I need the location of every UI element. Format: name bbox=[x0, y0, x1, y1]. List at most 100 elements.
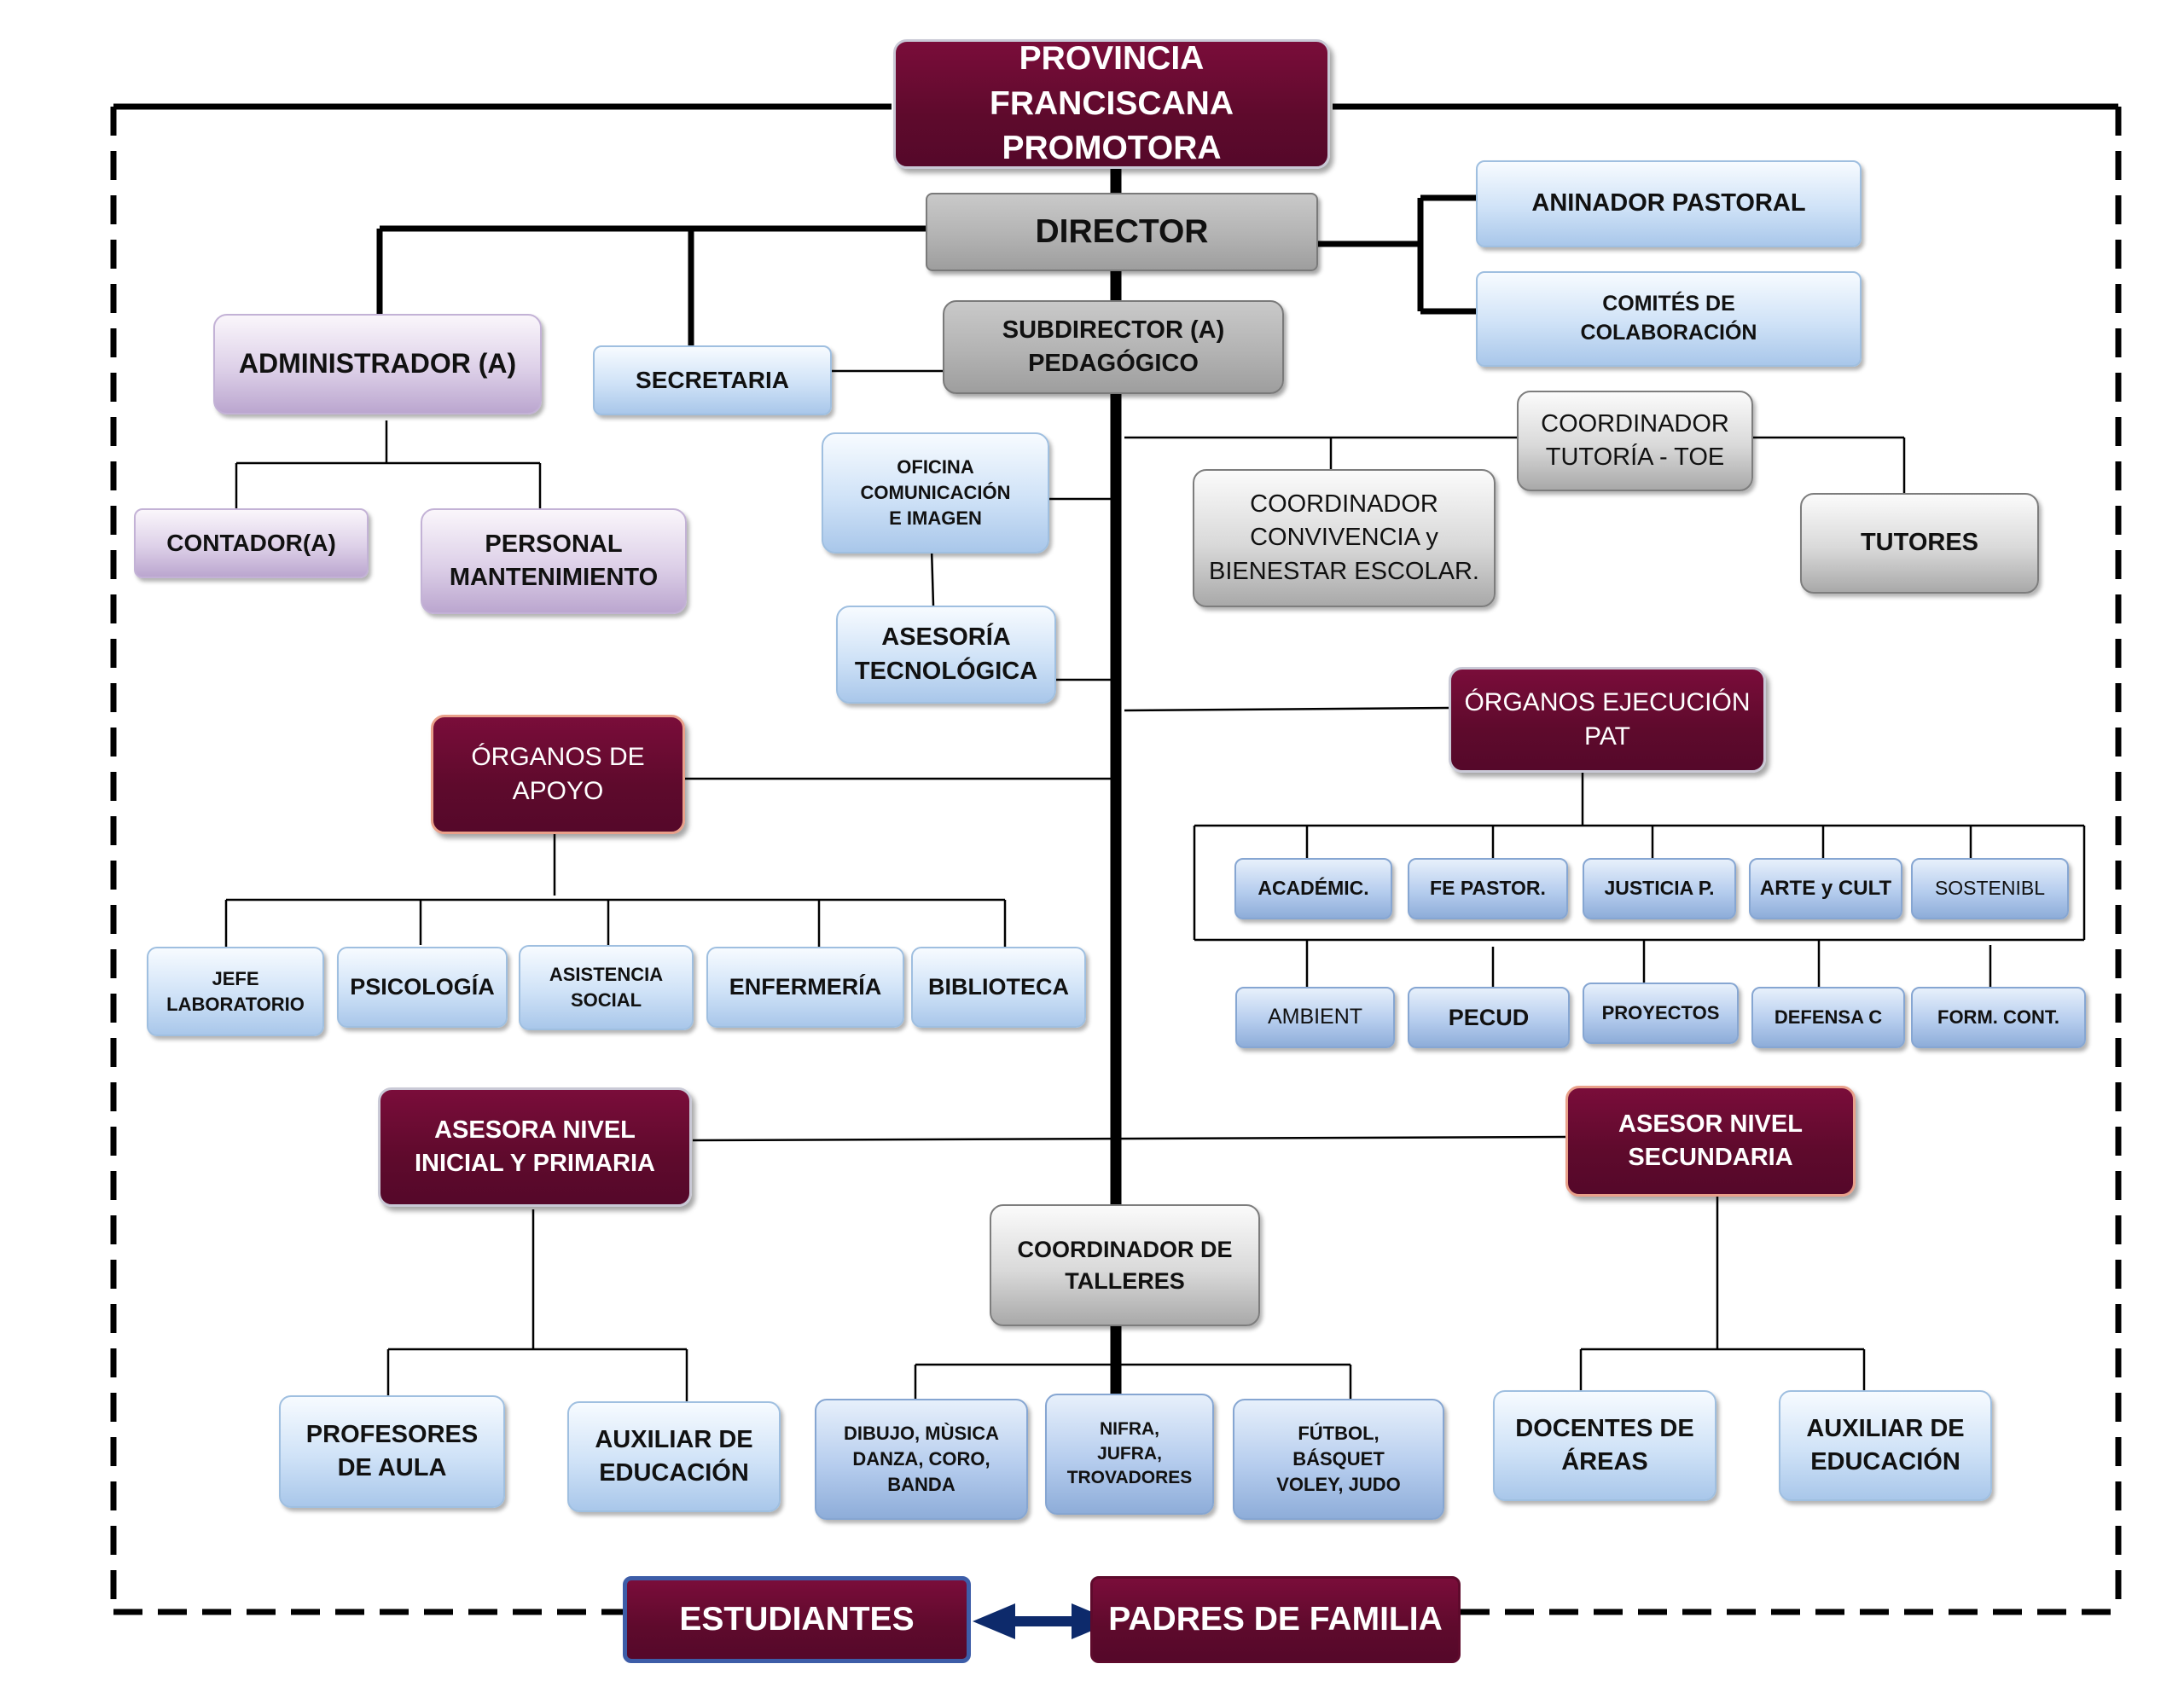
pat-ambient-label: AMBIENT bbox=[1267, 1005, 1363, 1029]
coord-talleres-box: COORDINADOR DE TALLERES bbox=[990, 1204, 1260, 1326]
provincia-line2: PROMOTORA bbox=[1002, 130, 1222, 167]
auxiliar-left-line1: AUXILIAR DE bbox=[595, 1425, 753, 1453]
pat-arte-label: ARTE y CULT bbox=[1759, 876, 1892, 900]
docentes-line2: ÁREAS bbox=[1561, 1448, 1648, 1475]
oficina-box: OFICINA COMUNICACIÓN E IMAGEN bbox=[822, 432, 1049, 554]
animador-label: ANINADOR PASTORAL bbox=[1531, 189, 1806, 217]
nifra-line3: TROVADORES bbox=[1066, 1468, 1193, 1488]
coord-convivencia-line1: COORDINADOR bbox=[1250, 490, 1438, 519]
asesoria-tec-line1: ASESORÍA bbox=[881, 623, 1011, 652]
pat-form-cont-label: FORM. CONT. bbox=[1937, 1006, 2059, 1029]
pat-proyectos-box: PROYECTOS bbox=[1583, 983, 1739, 1044]
auxiliar-right-box: AUXILIAR DE EDUCACIÓN bbox=[1779, 1390, 1992, 1501]
personal-line1: PERSONAL bbox=[485, 530, 623, 558]
pat-defensa-box: DEFENSA C bbox=[1751, 987, 1905, 1048]
oficina-line1: OFICINA bbox=[897, 456, 974, 478]
asesora-inicial-line1: ASESORA NIVEL bbox=[434, 1116, 636, 1144]
estudiantes-label: ESTUDIANTES bbox=[679, 1600, 915, 1638]
secretaria-box: SECRETARIA bbox=[593, 345, 832, 415]
tutores-label: TUTORES bbox=[1860, 529, 1979, 557]
oficina-line2: COMUNICACIÓN bbox=[860, 482, 1011, 504]
coord-talleres-line1: COORDINADOR DE bbox=[1017, 1237, 1233, 1263]
pat-arte-box: ARTE y CULT bbox=[1749, 858, 1902, 919]
coord-tutoria-line2: TUTORÍA - TOE bbox=[1545, 443, 1725, 471]
pat-fe-pastor-label: FE PASTOR. bbox=[1430, 877, 1546, 900]
pat-justicia-box: JUSTICIA P. bbox=[1583, 858, 1736, 919]
provincia-box: PROVINCIA FRANCISCANA PROMOTORA bbox=[893, 39, 1330, 169]
organos-apoyo-line2: APOYO bbox=[512, 777, 604, 805]
pat-defensa-label: DEFENSA C bbox=[1774, 1006, 1883, 1029]
pat-academic-label: ACADÉMIC. bbox=[1258, 877, 1369, 900]
pat-justicia-label: JUSTICIA P. bbox=[1604, 877, 1715, 900]
organos-ejecucion-line2: PAT bbox=[1584, 722, 1630, 751]
nifra-line2: JUFRA, bbox=[1097, 1443, 1162, 1464]
comites-line1: COMITÉS DE bbox=[1602, 292, 1735, 316]
profesores-line1: PROFESORES bbox=[305, 1420, 479, 1448]
docentes-box: DOCENTES DE ÁREAS bbox=[1493, 1390, 1716, 1501]
pat-proyectos-label: PROYECTOS bbox=[1601, 1002, 1720, 1024]
biblioteca-label: BIBLIOTECA bbox=[928, 974, 1069, 1000]
subdirector-line1: SUBDIRECTOR (A) bbox=[1002, 316, 1225, 344]
estudiantes-box: ESTUDIANTES bbox=[623, 1576, 971, 1663]
asesor-secundaria-line2: SECUNDARIA bbox=[1628, 1144, 1793, 1171]
asistencia-social-line2: SOCIAL bbox=[570, 989, 642, 1011]
futbol-line3: VOLEY, JUDO bbox=[1276, 1473, 1401, 1495]
pat-sostenibl-box: SOSTENIBL bbox=[1911, 858, 2069, 919]
subdirector-line2: PEDAGÓGICO bbox=[1028, 350, 1199, 377]
contador-box: CONTADOR(A) bbox=[134, 508, 369, 578]
dibujo-line3: BANDA bbox=[887, 1473, 956, 1495]
psicologia-box: PSICOLOGÍA bbox=[337, 947, 508, 1028]
pat-pecud-label: PECUD bbox=[1448, 1004, 1530, 1030]
administrador-box: ADMINISTRADOR (A) bbox=[213, 314, 542, 415]
auxiliar-left-box: AUXILIAR DE EDUCACIÓN bbox=[567, 1401, 781, 1512]
futbol-line2: BÁSQUET bbox=[1292, 1448, 1385, 1470]
asesoria-tec-box: ASESORÍA TECNOLÓGICA bbox=[836, 606, 1056, 704]
animador-box: ANINADOR PASTORAL bbox=[1476, 160, 1862, 247]
pat-sostenibl-label: SOSTENIBL bbox=[1934, 877, 2046, 900]
auxiliar-left-line2: EDUCACIÓN bbox=[599, 1459, 749, 1487]
profesores-line2: DE AULA bbox=[337, 1454, 447, 1481]
organos-apoyo-line1: ÓRGANOS DE bbox=[471, 742, 645, 771]
psicologia-label: PSICOLOGÍA bbox=[350, 974, 495, 1000]
organos-apoyo-box: ÓRGANOS DE APOYO bbox=[431, 715, 685, 834]
personal-box: PERSONAL MANTENIMIENTO bbox=[421, 508, 687, 614]
oficina-line3: E IMAGEN bbox=[889, 507, 982, 529]
asesor-secundaria-line1: ASESOR NIVEL bbox=[1618, 1110, 1803, 1138]
pat-ambient-box: AMBIENT bbox=[1235, 987, 1395, 1048]
enfermeria-box: ENFERMERÍA bbox=[706, 947, 904, 1028]
administrador-label: ADMINISTRADOR (A) bbox=[238, 348, 517, 380]
provincia-line1: PROVINCIA FRANCISCANA bbox=[990, 40, 1234, 122]
asistencia-social-line1: ASISTENCIA bbox=[549, 964, 664, 986]
comites-box: COMITÉS DE COLABORACIÓN bbox=[1476, 271, 1862, 367]
pat-academic-box: ACADÉMIC. bbox=[1234, 858, 1392, 919]
dibujo-box: DIBUJO, MÙSICA DANZA, CORO, BANDA bbox=[815, 1399, 1028, 1520]
pat-pecud-box: PECUD bbox=[1408, 987, 1570, 1048]
coord-convivencia-line2: CONVIVENCIA y bbox=[1250, 524, 1438, 552]
dibujo-line2: DANZA, CORO, bbox=[852, 1448, 990, 1470]
coord-tutoria-box: COORDINADOR TUTORÍA - TOE bbox=[1517, 391, 1753, 491]
personal-line2: MANTENIMIENTO bbox=[449, 564, 659, 591]
organos-ejecucion-box: ÓRGANOS EJECUCIÓN PAT bbox=[1449, 667, 1766, 773]
enfermeria-label: ENFERMERÍA bbox=[729, 974, 882, 1000]
dashed-frame bbox=[110, 103, 2122, 1615]
coord-talleres-line2: TALLERES bbox=[1065, 1267, 1185, 1294]
tutores-box: TUTORES bbox=[1800, 493, 2039, 594]
pat-form-cont-box: FORM. CONT. bbox=[1911, 987, 2086, 1048]
asesoria-tec-line2: TECNOLÓGICA bbox=[854, 657, 1038, 685]
secretaria-label: SECRETARIA bbox=[636, 367, 789, 394]
docentes-line1: DOCENTES DE bbox=[1515, 1414, 1694, 1442]
coord-convivencia-box: COORDINADOR CONVIVENCIA y BIENESTAR ESCO… bbox=[1193, 469, 1496, 607]
jefe-laboratorio-line1: JEFE bbox=[212, 967, 259, 989]
futbol-line1: FÚTBOL, bbox=[1298, 1423, 1380, 1445]
asesora-inicial-line2: INICIAL Y PRIMARIA bbox=[415, 1150, 655, 1177]
nifra-box: NIFRA, JUFRA, TROVADORES bbox=[1045, 1394, 1214, 1515]
subdirector-box: SUBDIRECTOR (A) PEDAGÓGICO bbox=[943, 300, 1284, 394]
comites-line2: COLABORACIÓN bbox=[1580, 321, 1757, 345]
coord-convivencia-line3: BIENESTAR ESCOLAR. bbox=[1209, 557, 1479, 585]
asesora-inicial-box: ASESORA NIVEL INICIAL Y PRIMARIA bbox=[378, 1087, 692, 1207]
futbol-box: FÚTBOL, BÁSQUET VOLEY, JUDO bbox=[1233, 1399, 1444, 1520]
jefe-laboratorio-line2: LABORATORIO bbox=[166, 993, 305, 1015]
asistencia-social-box: ASISTENCIA SOCIAL bbox=[519, 945, 694, 1030]
padres-box: PADRES DE FAMILIA bbox=[1090, 1576, 1461, 1663]
